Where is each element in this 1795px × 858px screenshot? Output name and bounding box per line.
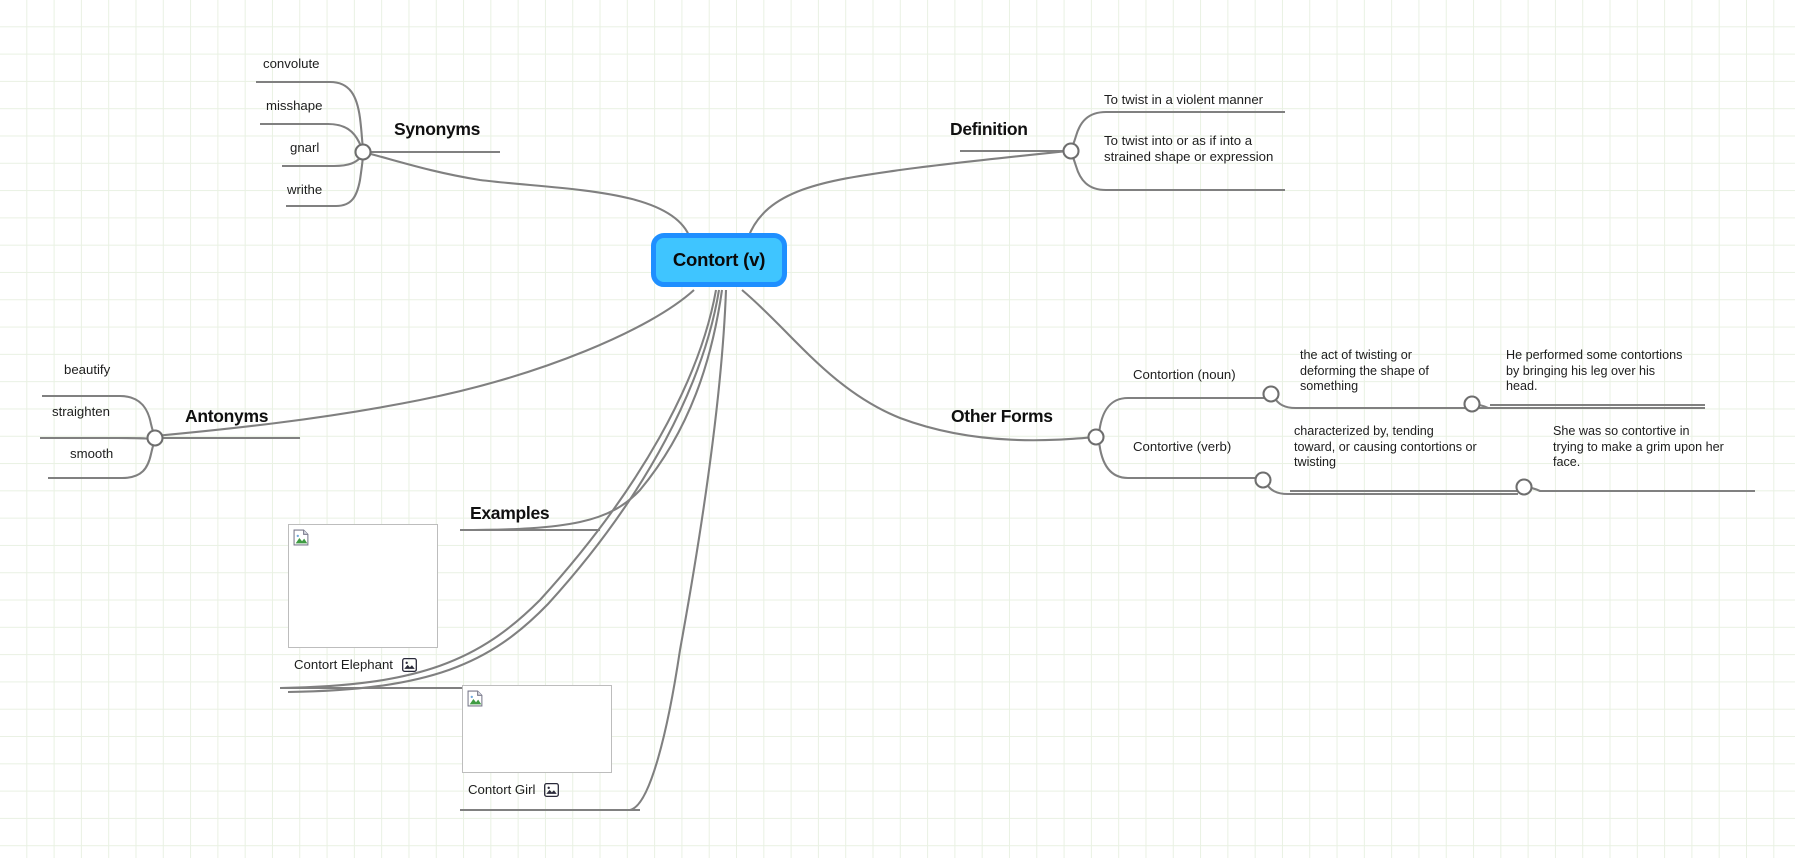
example-caption-text: Contort Girl — [468, 782, 536, 797]
picture-icon[interactable] — [544, 782, 560, 797]
example-caption-text: Contort Elephant — [294, 657, 393, 672]
leaf-contortive-meaning[interactable]: characterized by, tending toward, or cau… — [1294, 424, 1477, 470]
broken-image-icon — [467, 690, 483, 707]
leaf-contortion-example[interactable]: He performed some contortions by bringin… — [1506, 348, 1683, 394]
example-caption-contort-girl: Contort Girl — [462, 782, 612, 797]
leaf-other-form-contortive[interactable]: Contortive (verb) — [1133, 439, 1232, 454]
collapse-toggle-definition — [1062, 142, 1080, 160]
collapse-toggle-contortion-example — [1463, 395, 1481, 413]
collapse-toggle-contortion — [1262, 385, 1280, 403]
leaf-other-form-contortion[interactable]: Contortion (noun) — [1133, 367, 1236, 382]
image-placeholder-contort-elephant[interactable] — [288, 524, 438, 648]
leaf-synonym-misshape[interactable]: misshape — [266, 98, 323, 113]
picture-icon[interactable] — [402, 657, 417, 672]
leaf-contortive-example[interactable]: She was so contortive in trying to make … — [1553, 424, 1724, 470]
collapse-toggle-contortive — [1254, 471, 1272, 489]
image-placeholder-contort-girl[interactable] — [462, 685, 612, 773]
leaf-antonym-beautify[interactable]: beautify — [64, 362, 111, 377]
branch-title-antonyms[interactable]: Antonyms — [185, 406, 269, 426]
broken-image-icon — [293, 529, 309, 546]
leaf-definition-1[interactable]: To twist in a violent manner — [1104, 92, 1264, 107]
leaf-contortion-meaning[interactable]: the act of twisting or deforming the sha… — [1300, 348, 1429, 394]
leaf-synonym-writhe[interactable]: writhe — [287, 182, 323, 197]
root-node[interactable]: Contort (v) — [651, 233, 787, 287]
leaf-definition-2[interactable]: To twist into or as if into a strained s… — [1104, 133, 1274, 165]
leaf-antonym-smooth[interactable]: smooth — [70, 446, 114, 461]
root-node-label: Contort (v) — [672, 249, 766, 270]
branch-title-synonyms[interactable]: Synonyms — [394, 119, 481, 139]
example-card-contort-elephant[interactable]: Contort Elephant — [288, 524, 438, 672]
branch-title-other-forms[interactable]: Other Forms — [951, 406, 1053, 426]
leaf-synonym-gnarl[interactable]: gnarl — [290, 140, 320, 155]
example-card-contort-girl[interactable]: Contort Girl — [462, 685, 612, 797]
collapse-toggle-other-forms — [1087, 428, 1105, 446]
collapse-toggle-contortive-example — [1515, 478, 1533, 496]
branch-title-definition[interactable]: Definition — [950, 119, 1028, 139]
collapse-toggle-antonyms — [146, 429, 164, 447]
example-caption-contort-elephant: Contort Elephant — [288, 657, 438, 672]
collapse-toggle-synonyms — [354, 143, 372, 161]
leaf-antonym-straighten[interactable]: straighten — [52, 404, 110, 419]
branch-title-examples[interactable]: Examples — [470, 503, 550, 523]
leaf-synonym-convolute[interactable]: convolute — [263, 56, 320, 71]
